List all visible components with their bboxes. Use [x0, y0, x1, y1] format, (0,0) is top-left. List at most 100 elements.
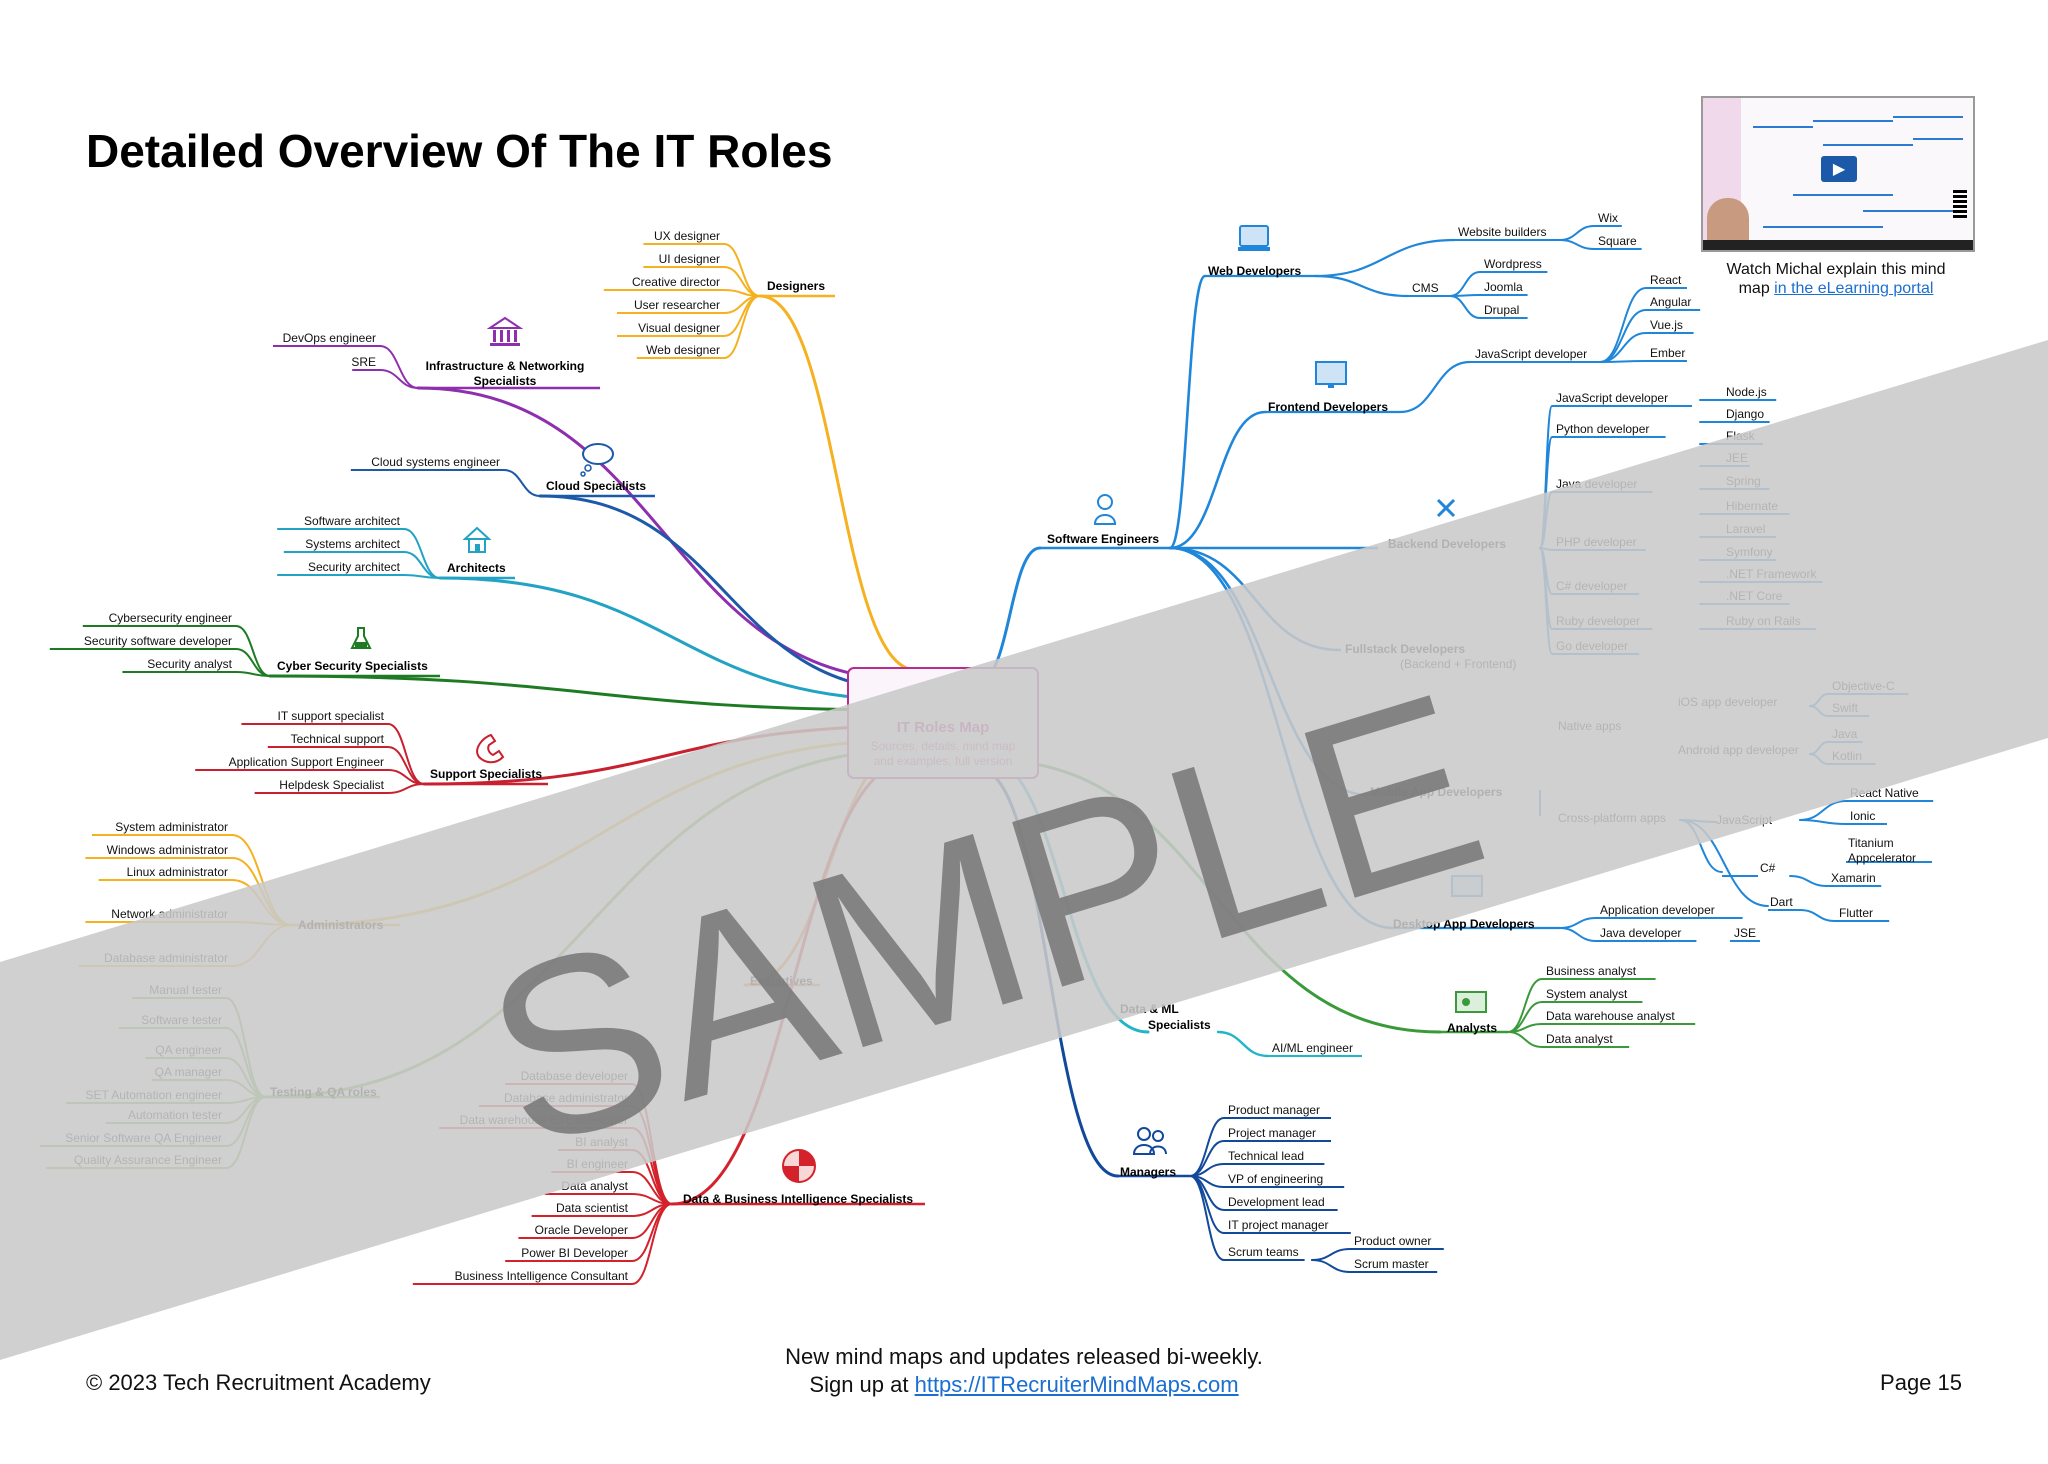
software-engineers-label: Software Engineers	[1047, 532, 1159, 546]
branch-line	[1559, 927, 1597, 942]
branch-line	[1599, 309, 1647, 363]
desktop-leaf: Java developer	[1600, 926, 1681, 940]
managers-leaf: Project manager	[1228, 1126, 1316, 1140]
testing-leaf: SET Automation engineer	[85, 1088, 222, 1102]
branch-line	[1398, 360, 1472, 414]
branch-line	[631, 1083, 673, 1205]
backend-leaf: JEE	[1726, 451, 1748, 465]
id-card-icon	[1455, 991, 1487, 1013]
center-title: IT Roles Map	[897, 719, 990, 736]
branch-line	[387, 723, 425, 785]
software-branch	[978, 546, 1042, 682]
designers-branch	[758, 294, 918, 672]
admin-leaf: Linux administrator	[127, 865, 228, 879]
video-mini-line	[1863, 210, 1953, 212]
cms-leaf: Drupal	[1484, 303, 1519, 317]
video-caption-line1: Watch Michal explain this mind	[1726, 261, 1946, 278]
video-mini-line	[1763, 226, 1883, 228]
branch-line	[387, 783, 425, 794]
backend-leaf: Spring	[1726, 474, 1761, 488]
branch-line	[1809, 705, 1829, 717]
admin-leaf: Windows administrator	[107, 843, 228, 857]
architects-label: Architects	[447, 561, 506, 575]
video-progress-bar[interactable]	[1703, 240, 1973, 250]
branch-line	[1799, 819, 1847, 825]
laptop-icon	[1238, 225, 1270, 251]
javascript-label: JavaScript	[1716, 813, 1773, 827]
infra-label: Infrastructure & Networking	[426, 359, 585, 373]
cross-leaf: Xamarin	[1831, 871, 1876, 885]
scrum-leaf: Product owner	[1354, 1234, 1431, 1248]
desktop-branch	[1168, 546, 1395, 930]
testing-leaf: Manual tester	[149, 983, 222, 997]
backend-item: Go developer	[1556, 639, 1628, 653]
architects-branch	[438, 576, 914, 702]
android-leaf: Java	[1832, 727, 1858, 741]
fullstack-sub-label: (Backend + Frontend)	[1400, 657, 1516, 671]
video-caption-prefix: map	[1738, 280, 1775, 297]
data-leaf: Data warehouse ETL developer	[460, 1113, 628, 1127]
branch-line	[1313, 238, 1457, 278]
branch-line	[1809, 693, 1829, 707]
mobile-developers-label: Mobile App Developers	[1370, 785, 1503, 799]
branch-line	[231, 834, 293, 926]
backend-leaf: Flask	[1726, 429, 1756, 443]
qr-code-icon	[1953, 190, 1967, 218]
branch-line	[1216, 1030, 1270, 1058]
footer-note: New mind maps and updates released bi-we…	[700, 1343, 1348, 1399]
signup-link[interactable]: https://ITRecruiterMindMaps.com	[914, 1372, 1239, 1397]
branch-line	[225, 1096, 267, 1169]
analysts-leaf: System analyst	[1546, 987, 1628, 1001]
designers-leaf: User researcher	[634, 298, 720, 312]
android-developer-label: Android app developer	[1678, 743, 1799, 757]
branch-line	[1168, 274, 1207, 550]
testing-leaf: Quality Assurance Engineer	[74, 1153, 222, 1167]
cms-leaf: Wordpress	[1484, 257, 1542, 271]
backend-leaf: .NET Framework	[1726, 567, 1817, 581]
branch-line	[1559, 225, 1595, 241]
scrum-leaf: Scrum master	[1354, 1257, 1429, 1271]
designers-leaf: Creative director	[632, 275, 720, 289]
cyber-label: Cyber Security Specialists	[277, 659, 428, 673]
website-builder-leaf: Square	[1598, 234, 1637, 248]
admin-label: Administrators	[298, 918, 384, 932]
monitor-icon	[1315, 361, 1347, 388]
cyber-leaf: Security software developer	[84, 634, 232, 648]
data-leaf: Power BI Developer	[521, 1246, 628, 1260]
backend-leaf: .NET Core	[1726, 589, 1783, 603]
branch-line	[379, 369, 419, 389]
data-leaf: BI analyst	[575, 1135, 628, 1149]
video-thumbnail[interactable]: ▶	[1701, 96, 1975, 252]
backend-item: PHP developer	[1556, 535, 1637, 549]
branch-line	[1449, 271, 1481, 297]
frontend-leaf: Vue.js	[1650, 318, 1683, 332]
video-mini-line	[1913, 138, 1963, 140]
video-mini-line	[1813, 120, 1893, 122]
branch-line	[1789, 875, 1828, 887]
play-icon[interactable]: ▶	[1821, 156, 1857, 182]
branch-line	[1168, 410, 1267, 550]
website-builders-label: Website builders	[1458, 225, 1547, 239]
android-leaf: Kotlin	[1832, 749, 1862, 763]
branch-line	[379, 345, 419, 389]
frontend-leaf: React	[1650, 273, 1682, 287]
video-mini-line	[1893, 116, 1963, 118]
cloud-branch	[538, 494, 914, 692]
branch-line	[1311, 1248, 1351, 1261]
backend-leaf: Django	[1726, 407, 1764, 421]
elearning-link[interactable]: in the eLearning portal	[1774, 280, 1934, 297]
admin-leaf: Database administrator	[104, 951, 228, 965]
branch-line	[1599, 360, 1647, 363]
data-leaf: Data scientist	[556, 1201, 629, 1215]
fullstack-developers-label: Fullstack Developers	[1345, 642, 1465, 656]
frontend-developers-label: Frontend Developers	[1268, 400, 1388, 414]
backend-item: JavaScript developer	[1556, 391, 1668, 405]
backend-leaf: Hibernate	[1726, 499, 1778, 513]
managers-leaf: Development lead	[1228, 1195, 1325, 1209]
cms-leaf: Joomla	[1484, 280, 1523, 294]
branch-line	[1507, 1023, 1543, 1033]
managers-label: Managers	[1120, 1165, 1176, 1179]
dart-label: Dart	[1770, 895, 1793, 909]
branch-line	[225, 997, 267, 1098]
managers-branch	[978, 768, 1120, 1178]
